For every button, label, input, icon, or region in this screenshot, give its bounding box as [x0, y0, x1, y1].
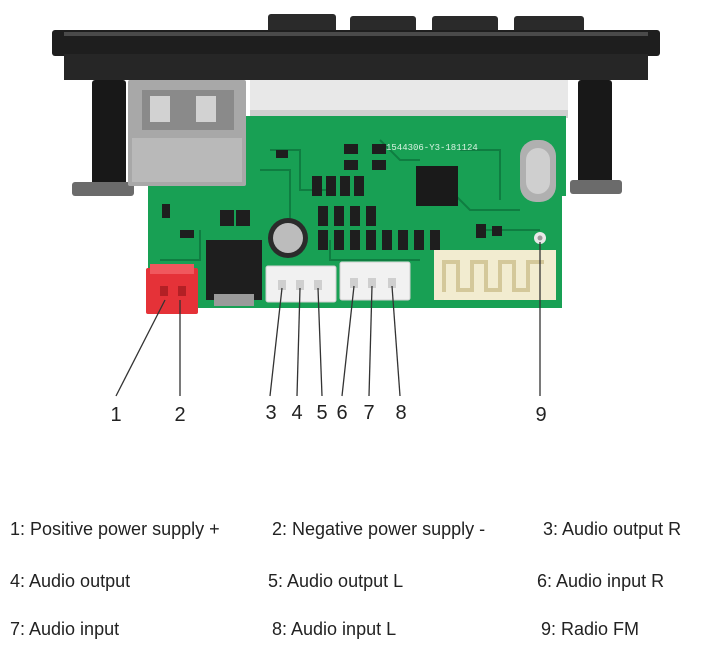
regulator-tab: [214, 294, 254, 306]
legend-item-2: 2: Negative power supply -: [272, 519, 486, 539]
bluetooth-antenna: [434, 250, 556, 300]
callout-number-3: 3: [265, 402, 277, 424]
legend-item-1: 1: Positive power supply +: [10, 519, 220, 539]
legend-item-6: 6: Audio input R: [537, 571, 665, 591]
callout-number-6: 6: [336, 402, 348, 424]
panel-button: [514, 16, 584, 34]
bezel-highlight: [64, 32, 648, 36]
main-ic: [416, 166, 458, 206]
fm-pad-hole: [537, 235, 543, 241]
power-connector: [146, 268, 198, 314]
regulator: [206, 240, 262, 300]
callout-number-9: 9: [535, 404, 547, 426]
connector-pin: [368, 278, 376, 288]
callout-number-2: 2: [174, 404, 186, 426]
mount-tab-right: [570, 180, 622, 194]
callout-number-4: 4: [291, 402, 303, 424]
electrolytic-capacitor-top: [273, 223, 303, 253]
usb-port-slot: [150, 96, 170, 122]
legend-item-7: 7: Audio input: [10, 619, 120, 639]
callout-number-5: 5: [316, 402, 328, 424]
usb-port-slot: [196, 96, 216, 122]
board-silkscreen-text: 1544306-Y3-181124: [386, 143, 478, 153]
mount-tab-left: [72, 182, 134, 196]
mount-post-right: [578, 80, 612, 192]
power-connector-top: [150, 264, 194, 274]
connector-pin: [296, 280, 304, 290]
usb-port-base: [132, 138, 242, 182]
crystal-oscillator-top: [526, 148, 550, 194]
front-bezel-lower: [64, 54, 648, 80]
panel-button: [350, 16, 416, 34]
connector-pin: [278, 280, 286, 290]
legend-item-5: 5: Audio output L: [268, 571, 404, 591]
callout-lines: [115, 242, 541, 397]
callout-number-1: 1: [110, 404, 122, 426]
smd-components: [162, 144, 502, 250]
legend-item-9: 9: Radio FM: [541, 619, 640, 639]
panel-button: [268, 14, 336, 34]
callout-number-8: 8: [395, 402, 407, 424]
callout-number-7: 7: [363, 402, 375, 424]
antenna-trace: [442, 260, 544, 292]
power-pin: [178, 286, 186, 296]
legend-item-8: 8: Audio input L: [272, 619, 397, 639]
front-bezel: [52, 30, 660, 56]
legend-item-4: 4: Audio output: [10, 571, 131, 591]
connector-pin: [350, 278, 358, 288]
display-ribbon-edge: [250, 110, 568, 118]
connector-pin: [388, 278, 396, 288]
connector-pin: [314, 280, 322, 290]
panel-button: [432, 16, 498, 34]
legend-item-3: 3: Audio output R: [543, 519, 682, 539]
power-pin: [160, 286, 168, 296]
mount-post-left: [92, 80, 126, 192]
